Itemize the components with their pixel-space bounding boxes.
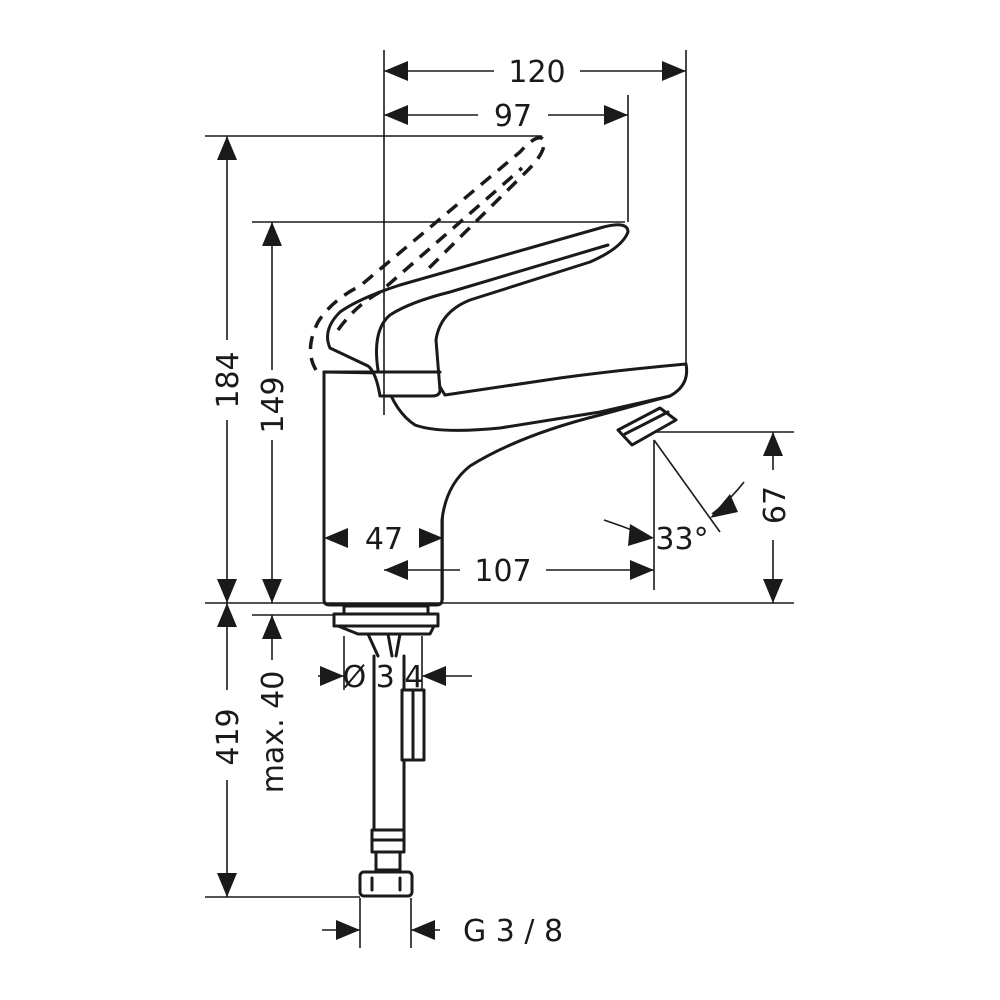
dim-width-handle: 97 <box>494 99 532 134</box>
dim-spout-reach: 107 <box>474 554 531 589</box>
nut-ribs <box>366 632 402 658</box>
lever-handle <box>326 223 630 398</box>
mounting-ring <box>332 612 440 628</box>
lever-inner-line <box>375 243 610 372</box>
aerator-ring <box>623 410 670 436</box>
dim-height-spout: 149 <box>256 376 291 433</box>
dim-hose-length: 419 <box>211 708 246 765</box>
aerator <box>616 406 678 447</box>
spout-inner-line <box>383 378 672 432</box>
lever-handle-raised <box>308 136 546 371</box>
dim-hole-diameter: Ø 3 4 <box>343 660 424 695</box>
extension-lines <box>205 50 794 948</box>
dimension-lines <box>217 61 783 940</box>
dim-aerator-angle: 33° <box>655 522 708 557</box>
hose-connector-nut <box>358 870 414 898</box>
dim-height-total: 184 <box>211 351 246 408</box>
dim-width-total: 120 <box>508 55 565 90</box>
lever-handle-raised-inner <box>336 166 524 332</box>
dimension-labels: 120 97 184 149 47 107 67 33° Ø 3 4 max. … <box>211 55 793 949</box>
dim-mount-thickness: max. 40 <box>256 671 291 794</box>
dim-spout-clearance: 67 <box>758 486 793 524</box>
hose-crimp-3 <box>374 850 402 872</box>
mounting-nut <box>336 624 436 636</box>
dim-connection-thread: G 3 / 8 <box>463 914 563 949</box>
faucet-body <box>322 362 689 607</box>
dim-body-width: 47 <box>365 522 403 557</box>
hose-crimp-2 <box>370 838 406 854</box>
faucet-outline <box>308 136 689 898</box>
